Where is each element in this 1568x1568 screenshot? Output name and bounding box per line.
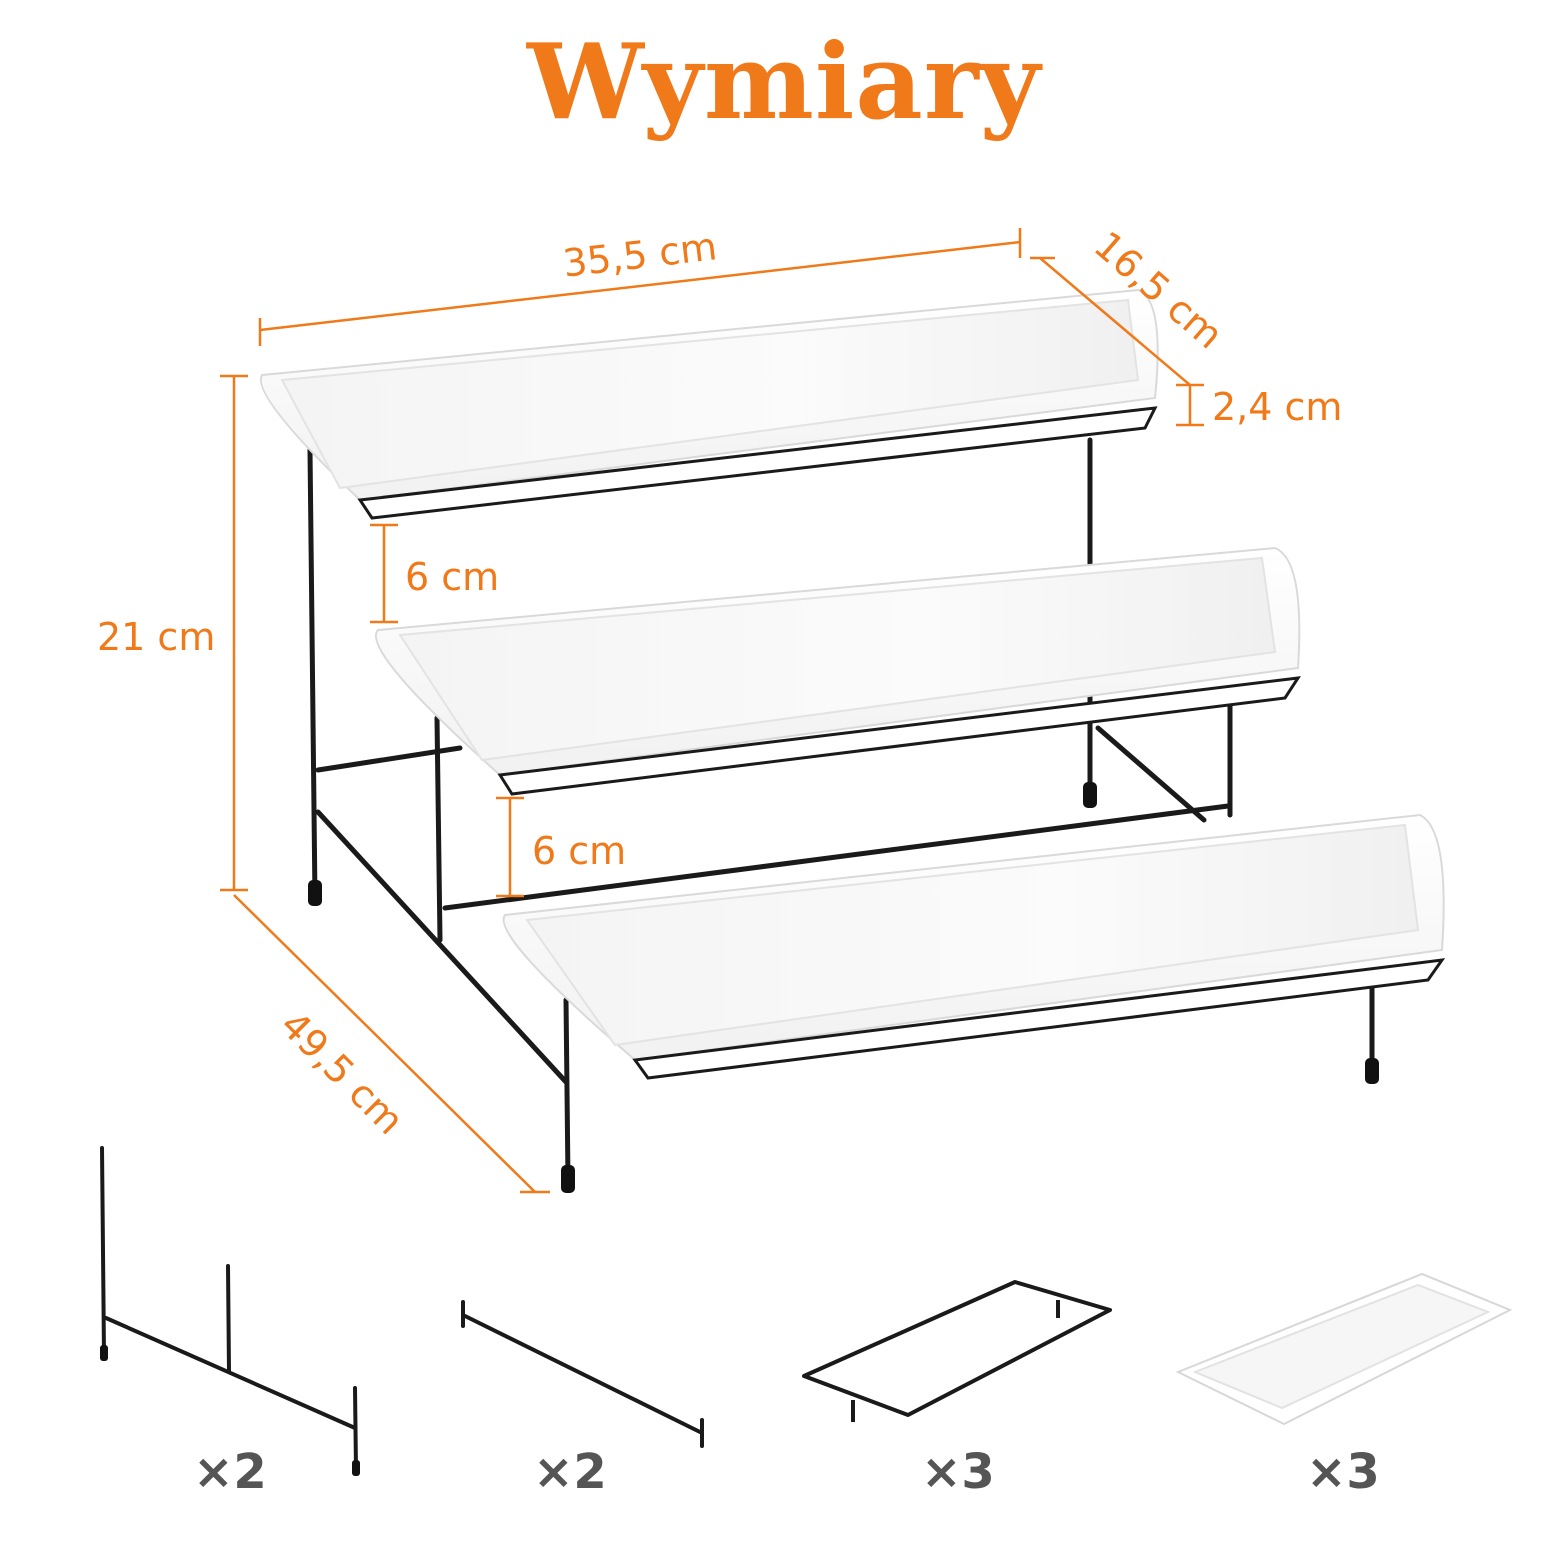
rubber-feet — [308, 782, 1379, 1193]
dimension-lines — [220, 228, 1204, 1194]
tier-gap-lower-label: 6 cm — [532, 829, 626, 873]
metal-stand-frame — [307, 437, 1375, 1183]
tray-depth-label: 2,4 cm — [1212, 385, 1342, 429]
part-tray-holder — [802, 1280, 1112, 1422]
part-cross-bar — [461, 1300, 704, 1448]
page-title: Wymiary — [526, 20, 1042, 143]
tray-middle — [375, 546, 1302, 796]
tray-bottom — [502, 813, 1446, 1080]
part-ceramic-tray — [1175, 1272, 1513, 1426]
tray-top — [259, 288, 1159, 520]
ceramic-tray-count: ×3 — [1306, 1444, 1380, 1500]
part-side-frame — [100, 1146, 358, 1472]
depth-label: 49,5 cm — [272, 1003, 412, 1143]
cross-bar-count: ×2 — [533, 1444, 607, 1500]
length-label: 35,5 cm — [561, 224, 720, 285]
tier-gap-upper-label: 6 cm — [405, 555, 499, 599]
tray-holder-count: ×3 — [921, 1444, 995, 1500]
side-frame-count: ×2 — [193, 1444, 267, 1500]
height-label: 21 cm — [97, 615, 215, 659]
